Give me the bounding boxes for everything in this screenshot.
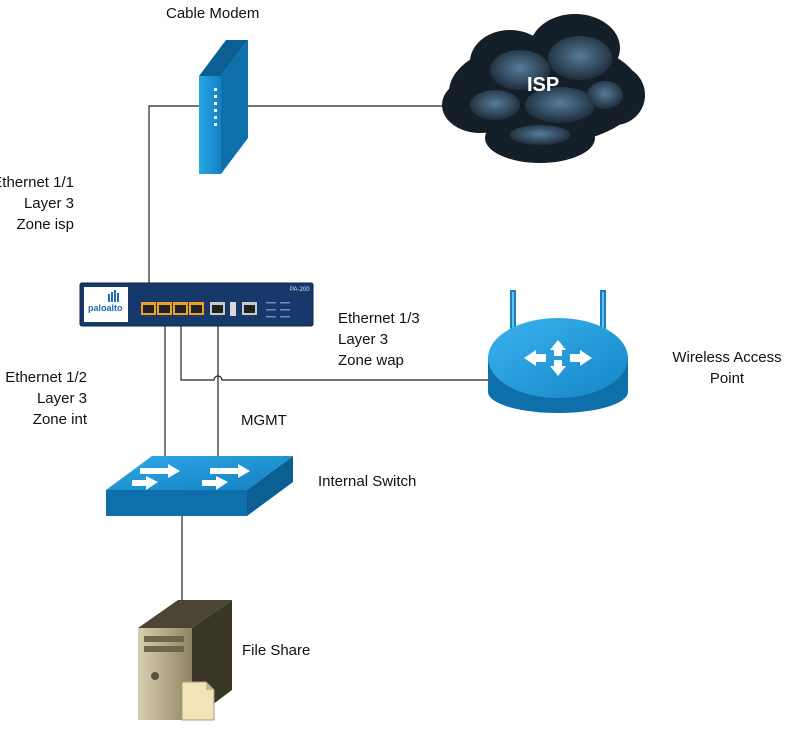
internal-switch-label: Internal Switch (318, 473, 417, 490)
isp-label: ISP (527, 74, 560, 96)
link-eth1-1-modem (148, 105, 200, 302)
connection-lines (148, 105, 488, 610)
eth1-2-label: Ethernet 1/2 Layer 3 Zone int (5, 369, 87, 428)
file-share-server-icon (138, 600, 232, 721)
internal-switch-icon (106, 456, 293, 516)
wireless-access-point-icon (488, 290, 628, 413)
firewall-device (79, 282, 314, 327)
isp-cloud-icon (442, 14, 645, 163)
link-eth1-3-wap (180, 314, 488, 381)
file-share-label: File Share (242, 642, 311, 659)
eth1-3-label: Ethernet 1/3 Layer 3 Zone wap (338, 310, 420, 369)
cable-modem-label: Cable Modem (166, 5, 260, 22)
firewall-brand-label: paloalto (88, 303, 123, 313)
ethernet-ports (141, 302, 257, 316)
mgmt-label: MGMT (241, 412, 287, 429)
eth1-1-label: Ethernet 1/1 Layer 3 Zone isp (0, 174, 74, 233)
firewall-model-label: PA-200 (290, 287, 310, 293)
wap-label: Wireless Access Point (672, 349, 782, 387)
cable-modem-icon (199, 40, 248, 174)
